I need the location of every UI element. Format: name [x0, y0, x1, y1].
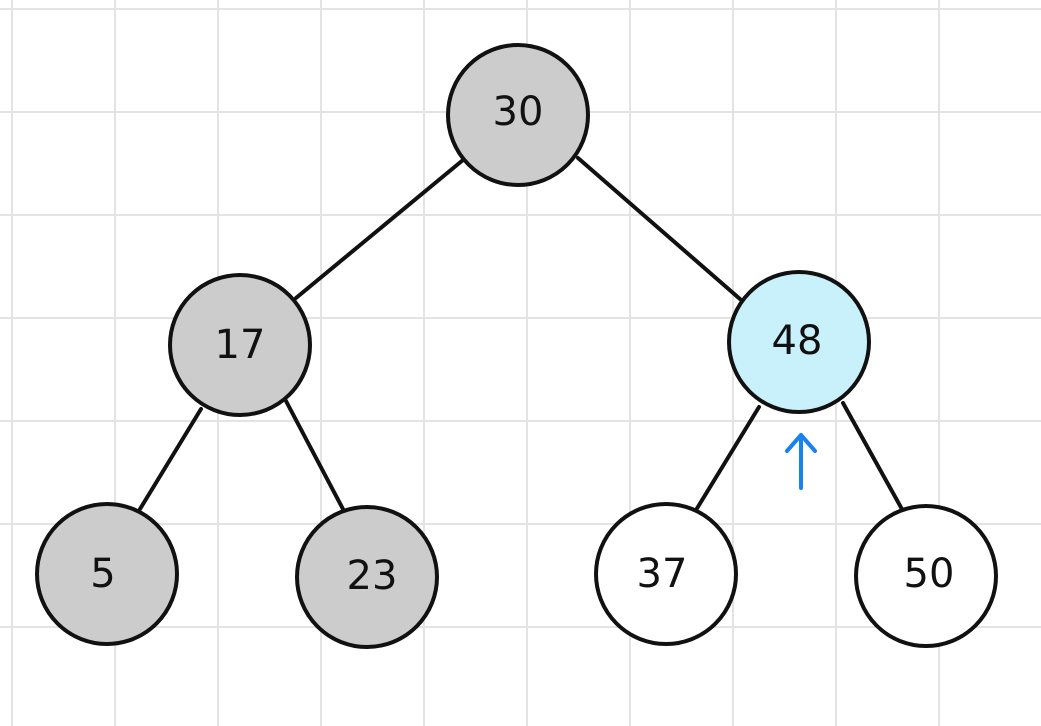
tree-node-right-right: 50 — [854, 504, 998, 648]
edge-30-17 — [294, 158, 465, 300]
tree-node-root: 30 — [446, 43, 590, 187]
node-circle — [35, 502, 179, 646]
node-circle — [446, 43, 590, 187]
node-label: 37 — [637, 551, 688, 597]
node-label: 23 — [347, 553, 398, 599]
node-circle — [295, 505, 439, 649]
edge-30-48 — [576, 156, 742, 301]
edge-48-37 — [694, 405, 761, 512]
edge-48-50 — [841, 401, 905, 513]
node-label: 5 — [90, 551, 115, 597]
node-label: 17 — [215, 322, 266, 368]
edge-17-23 — [284, 399, 346, 513]
tree-node-left-left: 5 — [35, 502, 179, 646]
node-circle — [168, 273, 312, 417]
node-label: 50 — [904, 551, 955, 597]
edge-17-5 — [138, 407, 203, 511]
tree-node-right-left: 37 — [594, 502, 738, 646]
tree-node-left-right: 23 — [295, 505, 439, 649]
up-arrow-icon — [785, 433, 817, 490]
tree-node-right: 48 — [727, 270, 871, 414]
node-label: 48 — [772, 318, 823, 364]
node-circle — [854, 504, 998, 648]
tree-node-left: 17 — [168, 273, 312, 417]
node-label: 30 — [493, 89, 544, 135]
node-circle — [594, 502, 738, 646]
node-circle — [727, 270, 871, 414]
